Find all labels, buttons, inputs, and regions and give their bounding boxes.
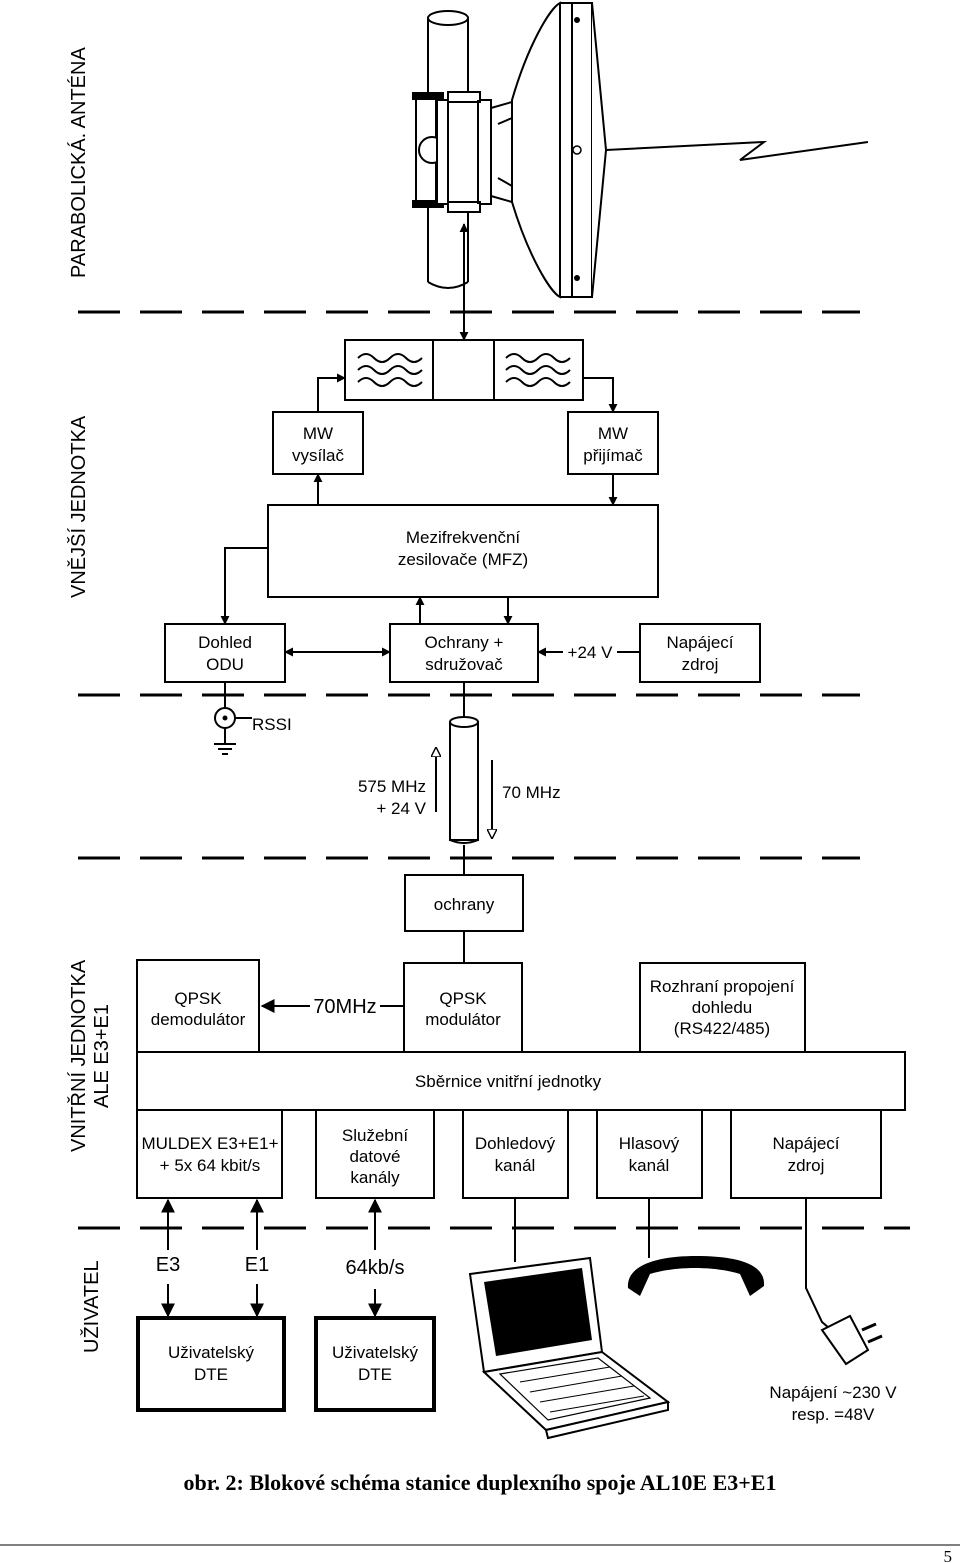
qpsk-modulator-label: QPSK [439,989,487,1008]
voice-channel-box [596,1109,703,1199]
zone-label-indoor: VNITŘNÍ JEDNOTKA [67,959,90,1152]
voice-channel-label: Hlasový [619,1134,680,1153]
telephone-handset-icon [627,1256,765,1296]
user-dte-label-1: Uživatelský [168,1343,254,1362]
indoor-protections-box [404,874,524,932]
mains-label-2: resp. =48V [792,1405,875,1424]
rssi-label: RSSI [252,715,292,734]
if-amplifier-box [267,504,659,598]
voice-channel-label-2: kanál [629,1156,670,1175]
service-channels-label-2: datové [349,1147,400,1166]
indoor-power-label: Napájecí [772,1134,839,1153]
user-dte-label-2b: DTE [358,1365,392,1384]
e3-label: E3 [156,1254,180,1276]
qpsk-modulator-label-2: modulátor [425,1010,501,1029]
qpsk-demodulator-box [136,959,260,1053]
internal-bus-label: Sběrnice vnitřní jednotky [415,1072,602,1091]
service-channels-label-3: kanály [350,1168,400,1187]
outdoor-power-label: Napájecí [666,633,733,652]
page-number: 5 [944,1547,953,1563]
coax-cable-icon [449,682,479,875]
mw-receiver-label: MW [598,424,628,443]
if-to-odu-monitor-arrow [220,547,268,625]
outdoor-power-label-2: zdroj [682,655,719,674]
user-dte-box-1 [136,1316,286,1412]
indoor-protections-label: ochrany [434,895,495,914]
up-frequency-label: 575 MHz [358,777,426,796]
zone-label-antenna: PARABOLICKÁ. ANTÉNA [67,47,90,278]
rssi-test-point-icon [214,682,236,755]
interface-label-2: dohledu [692,998,753,1017]
up-frequency-label-2: + 24 V [376,799,426,818]
zone-label-indoor-2: ALE E3+E1 [91,1004,113,1108]
service-channels-label: Služební [342,1126,408,1145]
protect-combiner-label-2: sdružovač [425,655,503,674]
qpsk-demodulator-label-2: demodulátor [151,1010,246,1029]
user-dte-box-2 [314,1316,436,1412]
mains-label: Napájení ~230 V [769,1383,897,1402]
tx-to-filter-arrow [317,373,346,412]
laptop-icon [468,1256,671,1440]
if-amplifier-label: Mezifrekvenční [406,528,521,547]
service-channels-box [315,1109,435,1199]
indoor-power-box [730,1109,882,1199]
interface-label-3: (RS422/485) [674,1019,770,1038]
muldex-label: MULDEX E3+E1+ [141,1134,278,1153]
odu-monitor-label-2: ODU [206,655,244,674]
qpsk-demodulator-label: QPSK [174,989,222,1008]
indoor-power-label-2: zdroj [788,1156,825,1175]
zone-label-outdoor: VNĚJŠÍ JEDNOTKA [67,415,90,598]
odu-monitor-label: Dohled [198,633,252,652]
e1-label: E1 [245,1254,269,1276]
mains-cable [805,1198,837,1335]
if-amplifier-label-2: zesilovače (MFZ) [398,550,528,569]
muldex-label-2: + 5x 64 kbit/s [160,1156,261,1175]
zone-label-user: UŽIVATEL [80,1260,103,1353]
user-dte-label-1b: DTE [194,1365,228,1384]
rate-label: 64kb/s [346,1257,405,1279]
parabolic-antenna-illustration [412,1,869,299]
filter-to-rx-arrow [583,377,618,413]
mw-transmitter-label: MW [303,424,333,443]
interface-box [639,962,806,1053]
voltage-label: +24 V [568,643,614,662]
protect-combiner-label: Ochrany + [425,633,504,652]
monitoring-channel-label-2: kanál [495,1156,536,1175]
diplexer-filter-block [344,339,584,401]
qpsk-modulator-box [403,962,523,1053]
figure-caption: obr. 2: Blokové schéma stanice duplexníh… [184,1470,777,1495]
interface-label: Rozhraní propojení [650,977,795,996]
mw-transmitter-label-2: vysílač [292,446,344,465]
monitoring-channel-label: Dohledový [475,1134,556,1153]
muldex-box [136,1109,283,1199]
mw-receiver-label-2: přijímač [583,446,643,465]
user-dte-label-2: Uživatelský [332,1343,418,1362]
if-frequency-label: 70MHz [313,996,376,1018]
power-plug-icon [820,1314,883,1366]
monitoring-channel-box [462,1109,569,1199]
down-frequency-label: 70 MHz [502,783,561,802]
